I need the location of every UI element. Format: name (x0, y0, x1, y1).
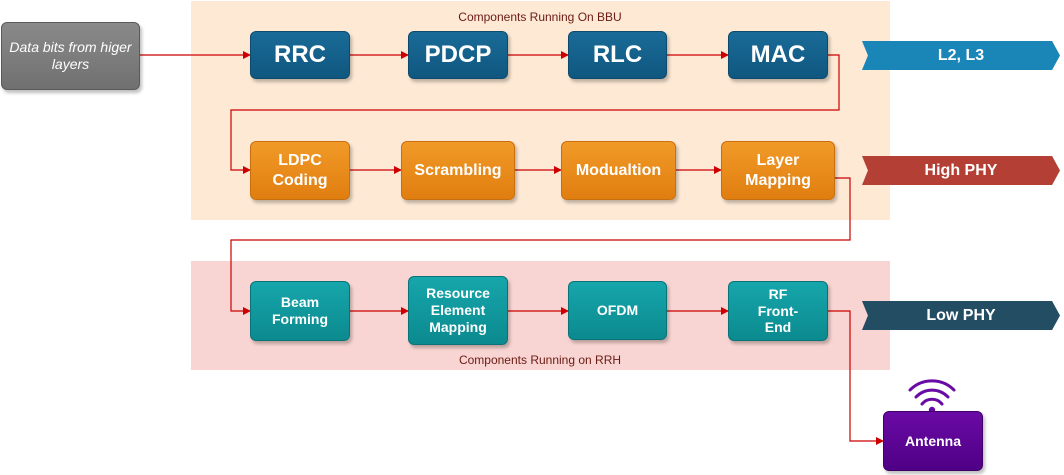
rlc-block: RLC (568, 31, 667, 79)
ofdm-block: OFDM (568, 281, 667, 340)
pdcp-block: PDCP (408, 31, 508, 79)
connector-layermapping-beamforming (230, 177, 851, 315)
scrambling-block: Scrambling (401, 141, 515, 200)
resource-element-mapping-block: Resource Element Mapping (408, 276, 508, 345)
beam-forming-block: Beam Forming (250, 281, 350, 341)
modulation-block: Modualtion (561, 141, 676, 200)
bbu-region-label: Components Running On BBU (458, 10, 622, 24)
ldpc-coding-block: LDPC Coding (250, 141, 350, 200)
low-phy-banner: Low PHY (862, 301, 1060, 330)
l2-l3-banner: L2, L3 (862, 41, 1060, 70)
connector-rf-antenna (828, 310, 884, 445)
connector-mac-ldpc (230, 54, 840, 174)
layer-mapping-block: Layer Mapping (721, 141, 835, 200)
rrc-block: RRC (250, 31, 350, 79)
source-data-block: Data bits from higer layers (1, 22, 140, 90)
rrh-region-label: Components Running on RRH (458, 353, 622, 367)
rf-front-end-block: RF Front-End (728, 281, 828, 341)
mac-block: MAC (728, 31, 828, 79)
antenna-block: Antenna (883, 411, 983, 471)
high-phy-banner: High PHY (862, 156, 1060, 185)
wifi-signal-icon (908, 379, 956, 414)
